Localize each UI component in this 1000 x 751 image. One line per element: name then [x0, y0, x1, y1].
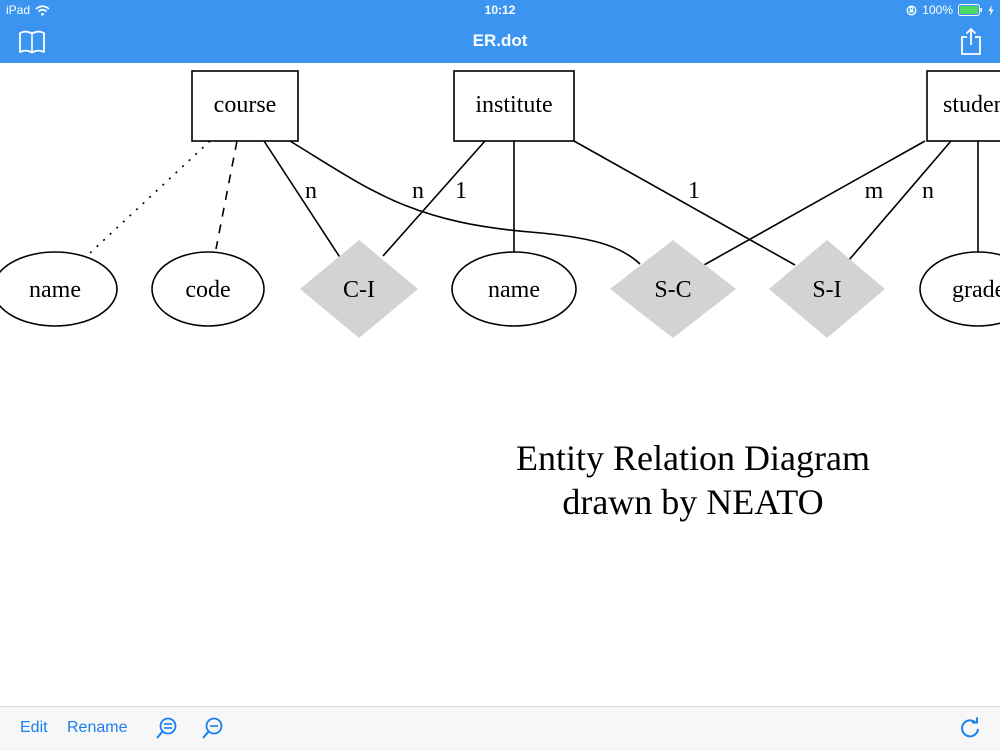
nav-bar: ER.dot — [0, 20, 1000, 63]
attribute-student-grade[interactable]: grade — [919, 251, 1000, 327]
edge-label: 1 — [688, 178, 700, 204]
entity-label: student — [943, 92, 1000, 118]
status-right: 100% — [906, 3, 994, 17]
refresh-button[interactable] — [957, 716, 983, 742]
document-title: ER.dot — [472, 31, 528, 50]
relation-label: S-C — [654, 277, 691, 303]
edge-course-name — [89, 140, 211, 254]
entity-course[interactable]: course — [191, 70, 299, 142]
share-icon — [961, 27, 981, 55]
edge-institute-si — [573, 140, 796, 266]
relation-si[interactable]: S-I — [769, 240, 885, 338]
edge-institute-ci — [382, 140, 486, 257]
edge-course-sc — [289, 140, 641, 265]
zoom-out-button[interactable] — [200, 716, 226, 742]
bottom-toolbar: Edit Rename — [0, 706, 1000, 751]
battery-percent: 100% — [922, 3, 953, 17]
diagram-caption-line1: Entity Relation Diagram — [516, 438, 870, 478]
attribute-label: name — [488, 277, 540, 303]
relation-ci[interactable]: C-I — [300, 240, 418, 338]
status-time: 10:12 — [484, 3, 516, 17]
edge-label: n — [412, 178, 424, 204]
zoom-out-icon — [202, 717, 223, 739]
battery-icon — [958, 4, 982, 16]
orientation-lock-icon — [906, 5, 917, 15]
zoom-in-button[interactable] — [154, 716, 180, 742]
relation-label: S-I — [812, 277, 841, 303]
relation-sc[interactable]: S-C — [610, 240, 736, 338]
share-button[interactable] — [955, 27, 987, 57]
edge-label: m — [865, 178, 884, 204]
entity-institute[interactable]: institute — [453, 70, 575, 142]
edge-label: n — [305, 178, 317, 204]
entity-student[interactable]: student — [926, 70, 1000, 142]
zoom-in-icon — [156, 717, 177, 739]
diagram-caption-line2: drawn by NEATO — [562, 482, 823, 522]
edge-label: 1 — [455, 178, 467, 204]
charging-icon — [988, 4, 994, 16]
relation-label: C-I — [343, 277, 375, 303]
attribute-course-code[interactable]: code — [151, 251, 265, 327]
edge-course-code — [215, 140, 238, 250]
er-diagram: n n 1 1 m n course institute student nam… — [0, 70, 1000, 522]
rename-button[interactable]: Rename — [67, 719, 128, 736]
status-left: iPad — [6, 3, 50, 17]
edge-label: n — [922, 178, 934, 204]
attribute-label: code — [185, 277, 230, 303]
edge-course-ci — [263, 140, 342, 260]
book-button[interactable] — [16, 27, 48, 57]
edge-student-sc — [703, 140, 926, 266]
device-label: iPad — [6, 3, 31, 17]
refresh-icon — [961, 717, 979, 738]
attribute-institute-name[interactable]: name — [451, 251, 577, 327]
attribute-label: name — [29, 277, 81, 303]
entity-label: institute — [475, 92, 552, 118]
edit-button[interactable]: Edit — [20, 719, 48, 736]
attribute-label: grade — [952, 277, 1000, 303]
attribute-course-name[interactable]: name — [0, 251, 118, 327]
entity-label: course — [214, 92, 277, 118]
wifi-icon — [35, 4, 50, 16]
edge-student-si — [848, 140, 952, 261]
book-icon — [19, 30, 45, 54]
status-bar: iPad 10:12 100% — [0, 0, 1000, 20]
diagram-canvas[interactable]: n n 1 1 m n course institute student nam… — [0, 63, 1000, 706]
